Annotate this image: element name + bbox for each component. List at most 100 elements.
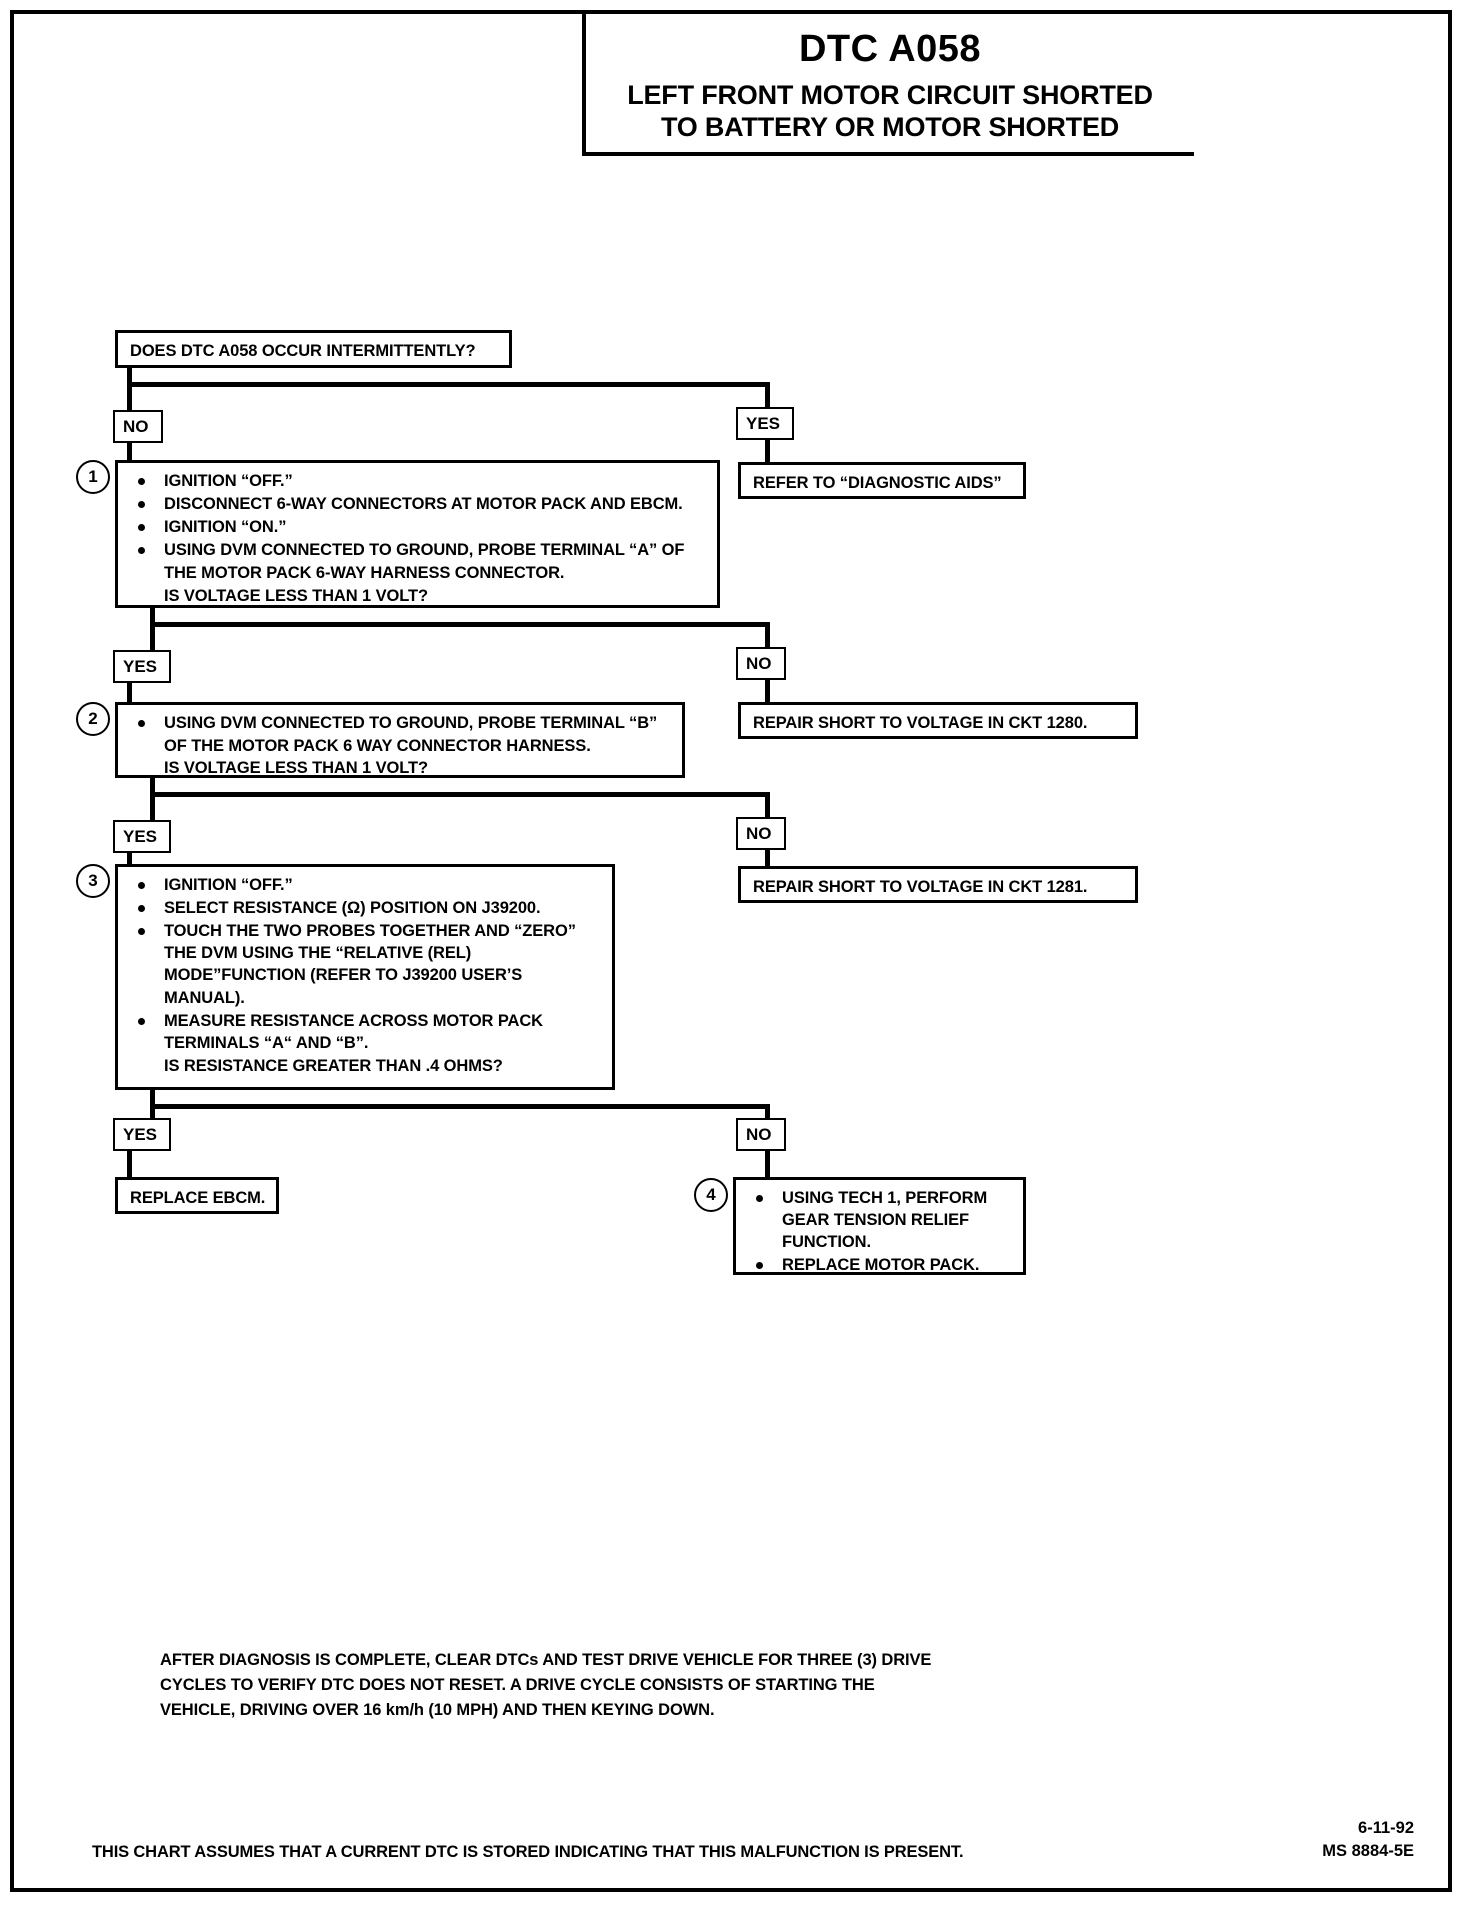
result-repair-ckt-1281-text: REPAIR SHORT TO VOLTAGE IN CKT 1281. [753, 878, 1088, 896]
step-number-2: 2 [76, 702, 110, 736]
step-4-bullet-1-line1: USING TECH 1, PERFORM [782, 1189, 988, 1207]
dtc-code: DTC A058 [798, 28, 982, 70]
step-3-bullet-3-line4: MANUAL). [164, 988, 245, 1007]
branch-label-no-1: NO [113, 410, 163, 443]
footer-note-line3: VEHICLE, DRIVING OVER 16 km/h (10 MPH) A… [160, 1701, 715, 1720]
bullet-dot-icon [138, 905, 145, 913]
list-item: IGNITION “OFF.” [130, 470, 707, 492]
connector-yes-4-to-result [127, 1151, 132, 1178]
result-replace-ebcm-text: REPLACE EBCM. [130, 1189, 266, 1207]
branch-label-yes-1-text: YES [746, 413, 781, 433]
dtc-description-line2: TO BATTERY OR MOTOR SHORTED [660, 111, 1120, 142]
step-number-2-text: 2 [88, 709, 98, 728]
branch-label-no-4: NO [736, 1118, 786, 1151]
step-number-3-text: 3 [88, 871, 98, 890]
footer-note: AFTER DIAGNOSIS IS COMPLETE, CLEAR DTCs … [160, 1648, 1160, 1723]
step-1-bullet-4-line2: THE MOTOR PACK 6-WAY HARNESS CONNECTOR. [164, 564, 565, 583]
step-1-bullet-list: IGNITION “OFF.” DISCONNECT 6-WAY CONNECT… [130, 470, 707, 561]
dtc-description: LEFT FRONT MOTOR CIRCUIT SHORTED TO BATT… [586, 80, 1194, 144]
connector-step2-to-yes [150, 792, 155, 822]
bullet-dot-icon [138, 547, 145, 555]
connector-to-no-1 [127, 382, 132, 412]
list-item: USING DVM CONNECTED TO GROUND, PROBE TER… [130, 712, 672, 734]
result-diagnostic-aids-box: REFER TO “DIAGNOSTIC AIDS” [738, 462, 1026, 499]
step-4-bullet-1-line3: FUNCTION. [782, 1233, 871, 1252]
step-3-question: IS RESISTANCE GREATER THAN .4 OHMS? [164, 1056, 503, 1075]
connector-start-split [127, 382, 770, 387]
bullet-dot-icon [138, 720, 145, 727]
connector-no-2-to-result [765, 680, 770, 702]
list-item: USING DVM CONNECTED TO GROUND, PROBE TER… [130, 539, 707, 561]
result-repair-ckt-1280-text: REPAIR SHORT TO VOLTAGE IN CKT 1280. [753, 714, 1088, 732]
step-1-question: IS VOLTAGE LESS THAN 1 VOLT? [164, 586, 428, 605]
list-item: TOUCH THE TWO PROBES TOGETHER AND “ZERO”… [130, 920, 602, 1008]
step-number-4: 4 [694, 1178, 728, 1212]
bullet-dot-icon [138, 501, 145, 509]
step-3-bullet-3-line2: THE DVM USING THE “RELATIVE (REL) [164, 944, 472, 963]
step-number-4-text: 4 [706, 1185, 716, 1204]
result-repair-ckt-1280-box: REPAIR SHORT TO VOLTAGE IN CKT 1280. [738, 702, 1138, 739]
step-1-bullet-2: DISCONNECT 6-WAY CONNECTORS AT MOTOR PAC… [164, 495, 683, 514]
step-3-bullet-1: IGNITION “OFF.” [164, 876, 293, 894]
step-2-bullet-1-line1: USING DVM CONNECTED TO GROUND, PROBE TER… [164, 714, 658, 732]
connector-no-4-to-step4 [765, 1151, 770, 1178]
list-item: SELECT RESISTANCE (Ω) POSITION ON J39200… [130, 897, 602, 919]
bullet-dot-icon [138, 882, 145, 889]
bullet-dot-icon [756, 1262, 763, 1270]
bullet-dot-icon [138, 928, 145, 936]
bullet-dot-icon [756, 1195, 763, 1202]
dtc-description-line1: LEFT FRONT MOTOR CIRCUIT SHORTED [627, 80, 1153, 110]
result-repair-ckt-1281-box: REPAIR SHORT TO VOLTAGE IN CKT 1281. [738, 866, 1138, 903]
bullet-dot-icon [138, 524, 145, 532]
branch-label-no-2-text: NO [746, 653, 772, 673]
connector-step3-stem [150, 1090, 155, 1108]
step-2-question: IS VOLTAGE LESS THAN 1 VOLT? [164, 759, 428, 778]
branch-label-no-2: NO [736, 647, 786, 680]
step-3-bullet-3-line1: TOUCH THE TWO PROBES TOGETHER AND “ZERO” [164, 922, 576, 941]
footer-note-line1: AFTER DIAGNOSIS IS COMPLETE, CLEAR DTCs … [160, 1651, 932, 1669]
connector-no-3-to-result [765, 850, 770, 868]
connector-step2-split [150, 792, 770, 797]
connector-yes-2-to-step2 [127, 683, 132, 705]
start-question-box: DOES DTC A058 OCCUR INTERMITTENTLY? [115, 330, 512, 368]
step-1-box: IGNITION “OFF.” DISCONNECT 6-WAY CONNECT… [115, 460, 720, 608]
step-number-1-text: 1 [88, 467, 98, 486]
connector-step1-split [150, 622, 770, 627]
step-1-bullet-4: USING DVM CONNECTED TO GROUND, PROBE TER… [164, 541, 685, 560]
step-3-bullet-4-line2: TERMINALS “A“ AND “B”. [164, 1033, 369, 1052]
step-4-bullet-2: REPLACE MOTOR PACK. [782, 1256, 980, 1275]
list-item: MEASURE RESISTANCE ACROSS MOTOR PACK TER… [130, 1010, 602, 1054]
step-1-bullet-3: IGNITION “ON.” [164, 518, 287, 537]
list-item: IGNITION “OFF.” [130, 874, 602, 896]
document-id: MS 8884-5E [1322, 1842, 1414, 1861]
step-2-box: USING DVM CONNECTED TO GROUND, PROBE TER… [115, 702, 685, 778]
branch-label-yes-3: YES [113, 820, 171, 853]
step-3-bullet-3-line3: MODE”FUNCTION (REFER TO J39200 USER’S [164, 966, 523, 985]
connector-step1-stem [150, 608, 155, 626]
connector-to-yes-1 [765, 382, 770, 407]
connector-step1-to-no [765, 622, 770, 647]
step-1-bullet-1: IGNITION “OFF.” [164, 472, 293, 490]
step-3-bullet-list: IGNITION “OFF.” SELECT RESISTANCE (Ω) PO… [130, 874, 602, 1054]
step-3-box: IGNITION “OFF.” SELECT RESISTANCE (Ω) PO… [115, 864, 615, 1090]
step-2-bullet-1-line2: OF THE MOTOR PACK 6 WAY CONNECTOR HARNES… [164, 737, 591, 756]
connector-no-1-to-step1 [127, 443, 132, 465]
list-item: USING TECH 1, PERFORM GEAR TENSION RELIE… [748, 1187, 1013, 1253]
list-item: DISCONNECT 6-WAY CONNECTORS AT MOTOR PAC… [130, 493, 707, 515]
chart-assumption-note: THIS CHART ASSUMES THAT A CURRENT DTC IS… [92, 1843, 964, 1861]
step-2-bullet-list: USING DVM CONNECTED TO GROUND, PROBE TER… [130, 712, 672, 734]
connector-step2-stem [150, 778, 155, 796]
connector-step2-to-no [765, 792, 770, 817]
document-date: 6-11-92 [1358, 1819, 1414, 1837]
step-4-bullet-list: USING TECH 1, PERFORM GEAR TENSION RELIE… [748, 1187, 1013, 1276]
branch-label-no-3: NO [736, 817, 786, 850]
branch-label-yes-4-text: YES [123, 1124, 158, 1144]
branch-label-no-4-text: NO [746, 1124, 772, 1144]
branch-label-no-1-text: NO [123, 416, 149, 436]
connector-start-stem [127, 368, 132, 386]
branch-label-yes-3-text: YES [123, 826, 158, 846]
branch-label-yes-4: YES [113, 1118, 171, 1151]
connector-step1-to-yes [150, 622, 155, 652]
list-item: IGNITION “ON.” [130, 516, 707, 538]
